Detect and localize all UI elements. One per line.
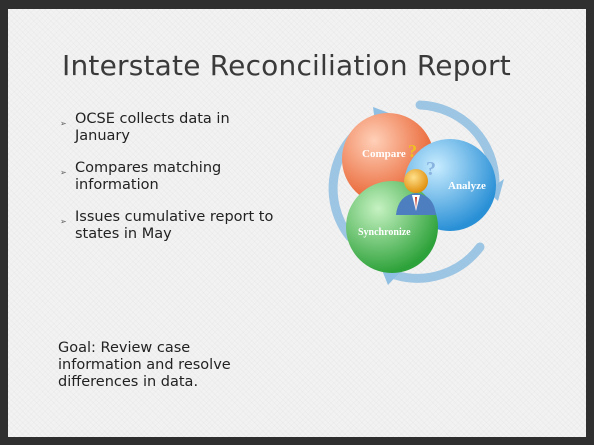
bullet-list: ➢ OCSE collects data in January ➢ Compar…	[58, 111, 283, 258]
person-icon	[396, 169, 436, 215]
slide-panel: Interstate Reconciliation Report ➢ OCSE …	[8, 9, 586, 437]
bullet-text: Issues cumulative report to states in Ma…	[75, 209, 274, 242]
synchronize-label: Synchronize	[358, 227, 411, 238]
bullet-item: ➢ Issues cumulative report to states in …	[58, 209, 283, 243]
bullet-item: ➢ OCSE collects data in January	[58, 111, 283, 145]
slide-title: Interstate Reconciliation Report	[62, 49, 511, 82]
question-mark-icon: ?	[408, 141, 417, 161]
question-mark-icon: ?	[426, 158, 436, 180]
bullet-arrow-icon: ➢	[60, 217, 67, 226]
bullet-item: ➢ Compares matching information	[58, 160, 283, 194]
bullet-text: Compares matching information	[75, 160, 222, 193]
bullet-arrow-icon: ➢	[60, 168, 67, 177]
bullet-text: OCSE collects data in January	[75, 111, 230, 144]
analyze-label: Analyze	[448, 180, 486, 192]
goal-text: Goal: Review case information and resolv…	[58, 340, 231, 390]
compare-analyze-synchronize-graphic: Compare Analyze Synchronize ? ?	[328, 100, 504, 285]
bullet-arrow-icon: ➢	[60, 119, 67, 128]
compare-label: Compare	[362, 148, 406, 160]
